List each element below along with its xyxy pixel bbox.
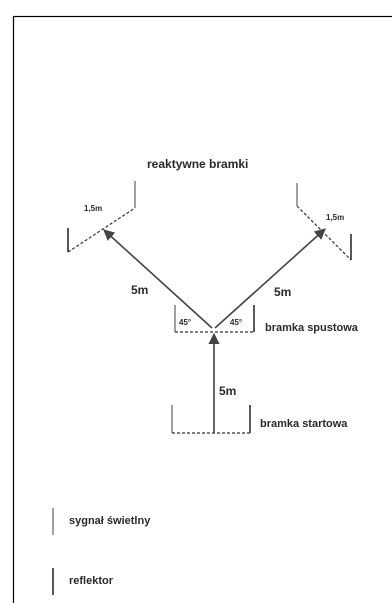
legend-light-signal-label: sygnał świetlny [69,515,151,527]
left-gate-width-label: 1,5m [84,204,103,213]
release-gate-label: bramka spustowa [265,322,358,334]
right-angle-label: 45° [230,318,243,327]
left-reactive-gate [67,181,136,253]
right-gate-line [296,205,352,261]
right-reactive-gate [296,183,352,261]
page-border [12,15,392,603]
legend-reflector-label: reflektor [69,575,114,587]
left-diagonal-arrow [103,229,213,329]
start-gate-label: bramka startowa [260,418,348,430]
right-gate-width-label: 1,5m [326,213,345,222]
vertical-distance-label: 5m [219,384,237,398]
left-gate-line [67,207,136,253]
right-diagonal-arrow [214,228,326,329]
left-distance-label: 5m [131,283,149,297]
right-distance-label: 5m [274,285,292,299]
release-gate [174,305,255,333]
start-gate [171,405,251,434]
left-angle-label: 45° [179,318,192,327]
diagram-title: reaktywne bramki [147,157,249,171]
